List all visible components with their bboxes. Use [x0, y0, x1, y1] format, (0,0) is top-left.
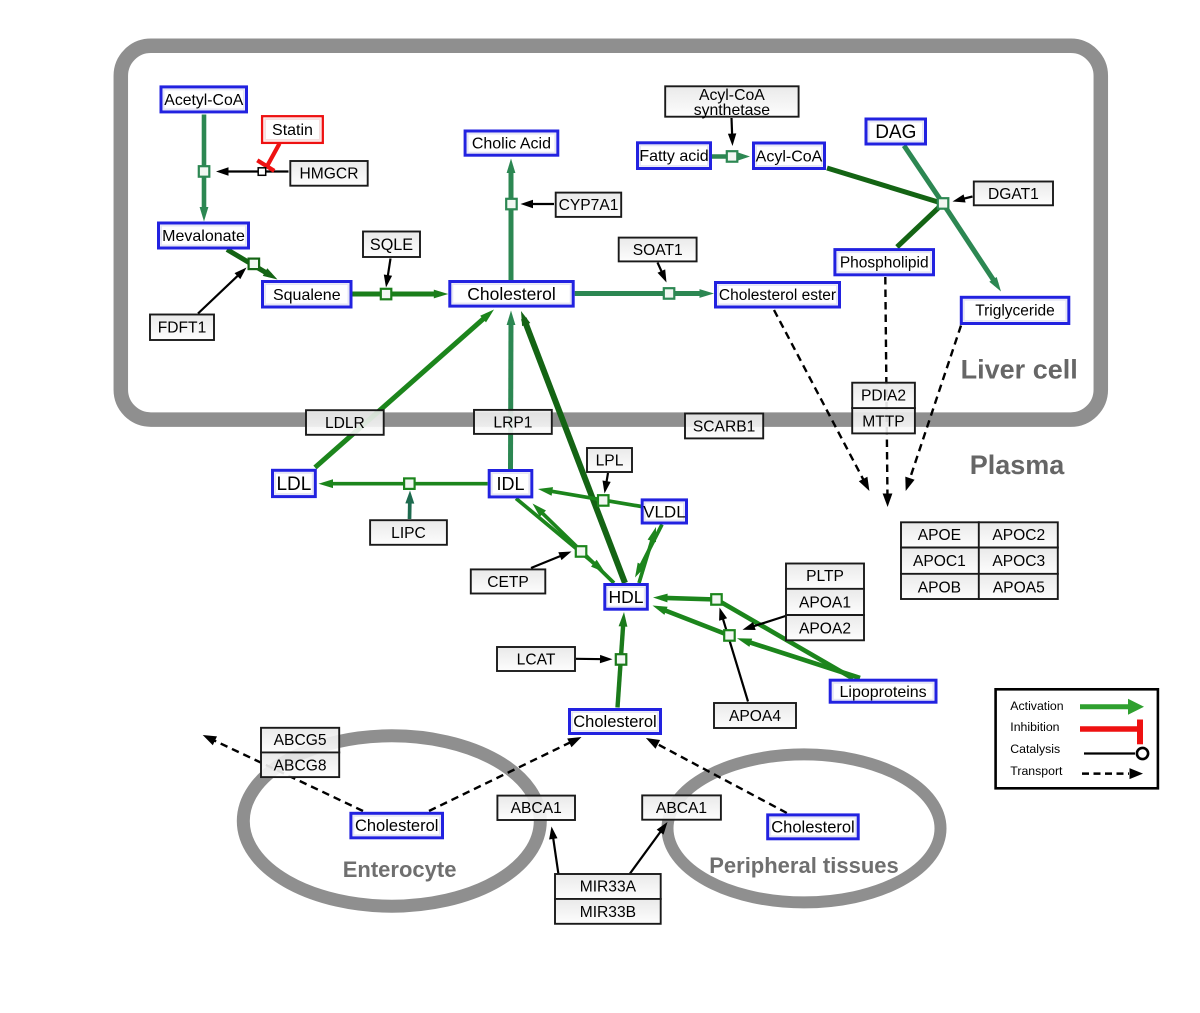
svg-text:DGAT1: DGAT1	[988, 186, 1039, 203]
svg-text:MIR33B: MIR33B	[580, 904, 636, 921]
svg-text:APOC3: APOC3	[992, 553, 1045, 570]
svg-text:LCAT: LCAT	[517, 651, 556, 668]
svg-text:ABCG5: ABCG5	[274, 732, 327, 749]
svg-text:CYP7A1: CYP7A1	[559, 197, 619, 214]
svg-text:Liver cell: Liver cell	[961, 354, 1078, 384]
svg-text:Plasma: Plasma	[970, 450, 1066, 480]
svg-text:Acyl-CoA: Acyl-CoA	[699, 87, 765, 104]
svg-text:Transport: Transport	[1010, 764, 1063, 778]
svg-text:PDIA2: PDIA2	[861, 387, 906, 404]
svg-text:Mevalonate: Mevalonate	[162, 228, 245, 245]
svg-text:FDFT1: FDFT1	[158, 320, 207, 337]
svg-text:HDL: HDL	[608, 587, 643, 607]
svg-text:Statin: Statin	[272, 122, 313, 139]
svg-text:Lipoproteins: Lipoproteins	[840, 684, 927, 701]
svg-text:APOA5: APOA5	[993, 579, 1045, 596]
svg-text:SQLE: SQLE	[370, 236, 413, 254]
svg-text:APOA4: APOA4	[729, 708, 781, 725]
svg-text:Catalysis: Catalysis	[1010, 742, 1060, 756]
svg-text:LPL: LPL	[596, 452, 624, 469]
svg-text:HMGCR: HMGCR	[300, 166, 359, 183]
svg-text:Triglyceride: Triglyceride	[975, 303, 1055, 320]
svg-text:Cholic Acid: Cholic Acid	[472, 136, 551, 153]
svg-text:CETP: CETP	[487, 574, 529, 591]
svg-text:APOC1: APOC1	[913, 553, 966, 570]
svg-text:LDLR: LDLR	[325, 415, 365, 432]
svg-text:SOAT1: SOAT1	[633, 242, 683, 259]
svg-text:APOB: APOB	[918, 579, 961, 596]
svg-text:Cholesterol: Cholesterol	[573, 713, 656, 731]
svg-text:IDL: IDL	[496, 474, 524, 494]
svg-text:Phospholipid: Phospholipid	[840, 255, 929, 272]
svg-text:SCARB1: SCARB1	[693, 418, 755, 435]
svg-text:ABCA1: ABCA1	[511, 800, 562, 817]
svg-text:LRP1: LRP1	[493, 414, 532, 431]
svg-text:ABCA1: ABCA1	[656, 800, 707, 817]
svg-text:ABCG8: ABCG8	[274, 758, 327, 775]
svg-text:Cholesterol ester: Cholesterol ester	[719, 287, 836, 304]
svg-text:LDL: LDL	[276, 474, 311, 495]
svg-text:APOC2: APOC2	[992, 527, 1045, 544]
svg-text:LIPC: LIPC	[391, 525, 426, 542]
svg-text:MTTP: MTTP	[862, 414, 904, 431]
svg-text:APOE: APOE	[918, 527, 961, 544]
svg-text:Activation: Activation	[1010, 699, 1063, 713]
svg-text:Cholesterol: Cholesterol	[771, 819, 854, 837]
svg-text:Acyl-CoA: Acyl-CoA	[756, 148, 823, 165]
svg-text:Cholesterol: Cholesterol	[355, 817, 438, 835]
svg-text:DAG: DAG	[875, 122, 916, 143]
svg-text:PLTP: PLTP	[806, 568, 844, 585]
svg-text:Enterocyte: Enterocyte	[343, 857, 457, 882]
svg-text:Fatty acid: Fatty acid	[639, 148, 708, 165]
svg-text:Cholesterol: Cholesterol	[467, 284, 556, 304]
svg-text:VLDL: VLDL	[643, 502, 686, 521]
svg-text:synthetase: synthetase	[694, 102, 771, 119]
svg-text:MIR33A: MIR33A	[580, 878, 637, 895]
svg-text:APOA1: APOA1	[799, 594, 851, 611]
svg-text:APOA2: APOA2	[799, 621, 851, 638]
svg-text:Squalene: Squalene	[273, 287, 341, 304]
svg-text:Acetyl-CoA: Acetyl-CoA	[164, 92, 243, 109]
svg-text:Peripheral tissues: Peripheral tissues	[709, 853, 899, 878]
svg-text:Inhibition: Inhibition	[1010, 720, 1059, 734]
